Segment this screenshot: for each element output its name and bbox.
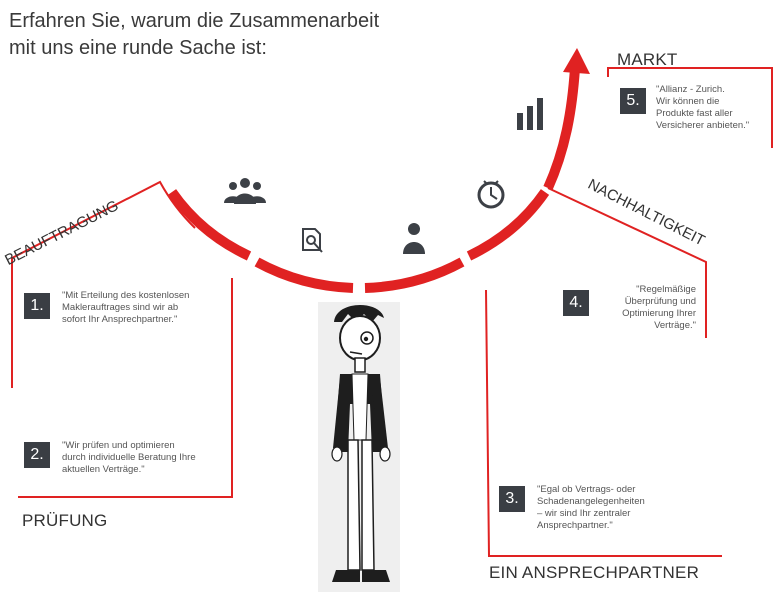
bar-chart-icon [517, 98, 543, 130]
step-number-2: 2. [24, 442, 50, 468]
step-text-4: "Regelmäßige Überprüfung und Optimierung… [622, 284, 696, 331]
step-text-3: "Egal ob Vertrags- oder Schadenangelegen… [537, 484, 645, 531]
clock-icon [477, 180, 505, 209]
step-number-3: 3. [499, 486, 525, 512]
step-number-5: 5. [620, 88, 646, 114]
step-number-4: 4. [563, 290, 589, 316]
arc-segment-3 [364, 257, 465, 293]
title-ansprechpartner: EIN ANSPRECHPARTNER [489, 563, 700, 582]
step-number-1: 1. [24, 293, 50, 319]
document-search-icon [302, 228, 323, 253]
step-text-1: "Mit Erteilung des kostenlosen Maklerauf… [62, 290, 190, 325]
nachhaltigkeit-outline [547, 187, 707, 338]
arc-segment-1 [167, 189, 252, 261]
character-illustration [318, 302, 400, 592]
group-icon [224, 178, 266, 204]
person-icon [403, 223, 425, 254]
title-pruefung: PRÜFUNG [22, 511, 108, 530]
arrow-head [563, 48, 590, 74]
step-text-2: "Wir prüfen und optimieren durch individ… [62, 440, 196, 475]
pruefung-outline [18, 278, 233, 498]
arc-segment-4 [466, 189, 550, 261]
arc-segment-2 [254, 257, 354, 293]
arc-segment-5 [543, 67, 580, 191]
ansprechpartner-outline [485, 289, 722, 557]
title-markt: MARKT [617, 50, 678, 69]
markt-outline [607, 67, 773, 148]
headline: Erfahren Sie, warum die Zusammenarbeit m… [9, 8, 379, 62]
headline-line-2: mit uns eine runde Sache ist: [9, 37, 267, 59]
step-text-5: "Allianz - Zurich. Wir können die Produk… [656, 84, 750, 131]
beauftragung-outline [11, 180, 196, 388]
headline-line-1: Erfahren Sie, warum die Zusammenarbeit [9, 10, 380, 32]
